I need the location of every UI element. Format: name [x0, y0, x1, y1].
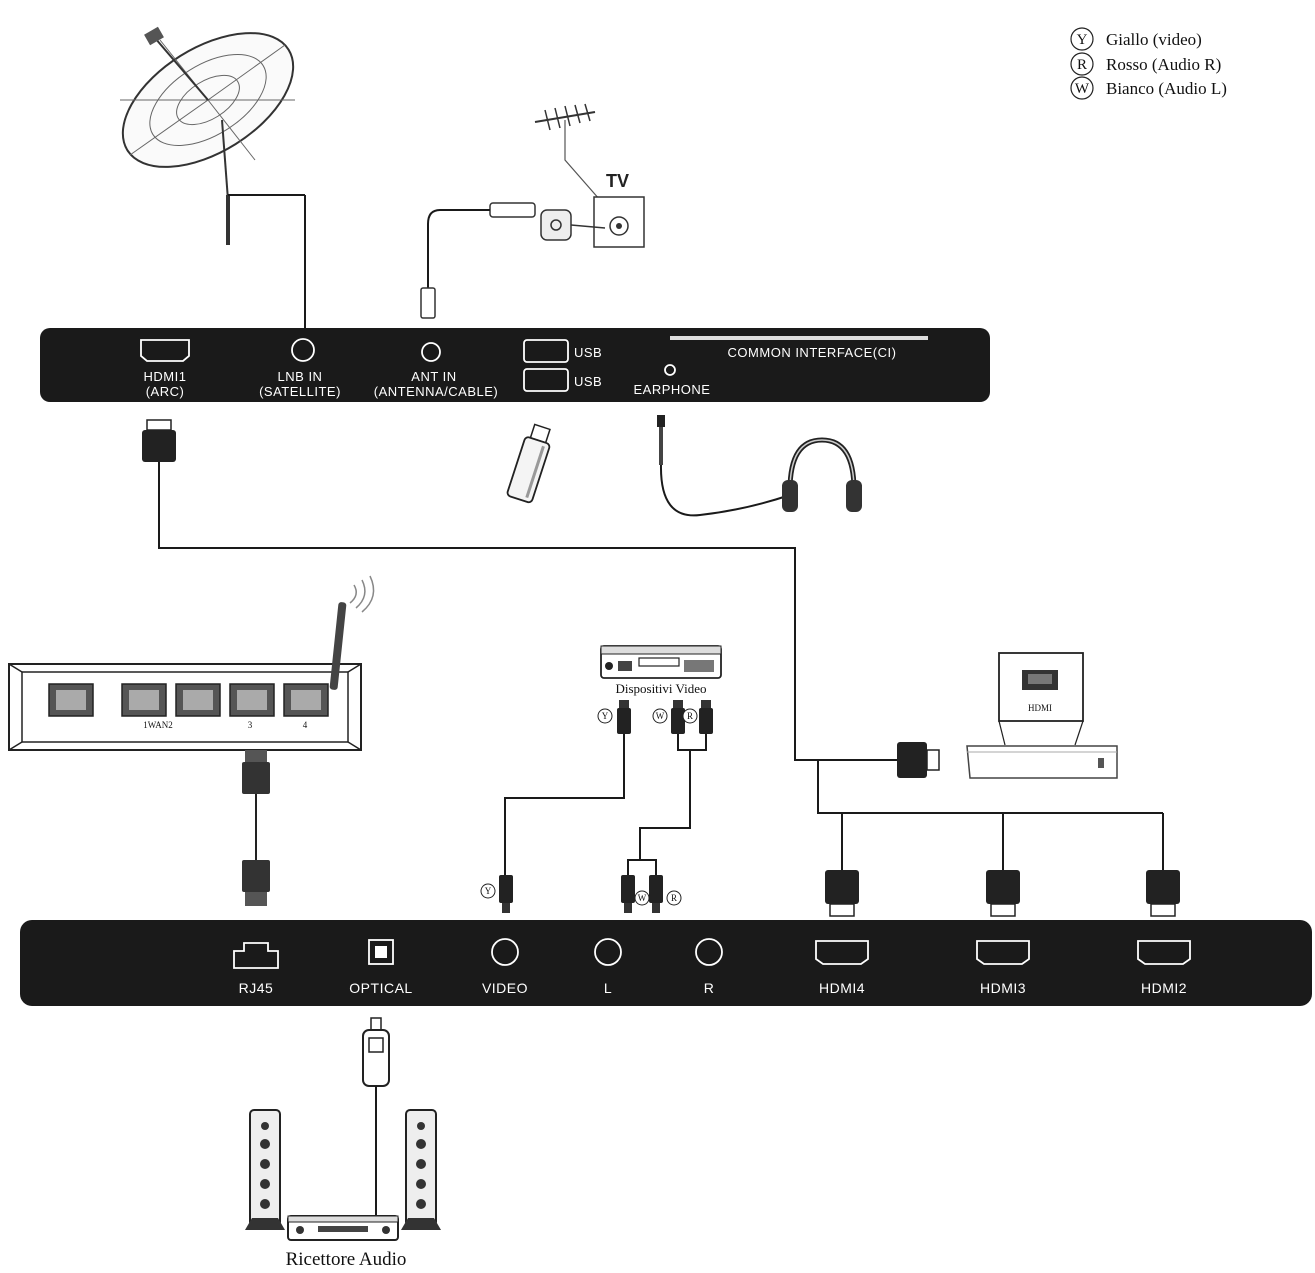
- usb-label-1: USB: [574, 345, 602, 360]
- hdmi1-label: HDMI1: [144, 369, 187, 384]
- hdmi1-port[interactable]: [140, 339, 190, 362]
- audio-receiver-icon: [287, 1215, 399, 1241]
- router-port-label-3: 3: [248, 720, 253, 730]
- optical-label: OPTICAL: [349, 980, 412, 996]
- coax-plug-icon: [540, 209, 606, 241]
- legend-letter-r: R: [1077, 57, 1087, 73]
- audio-r-label: R: [704, 980, 715, 996]
- ant-in-port[interactable]: [421, 342, 441, 362]
- speaker-left-icon: [245, 1109, 285, 1230]
- ant-cable-label: (ANTENNA/CABLE): [374, 384, 499, 399]
- speaker-right-icon: [401, 1109, 441, 1230]
- hdmi-plug-device: [897, 742, 940, 778]
- hdmi-arc-cable: [158, 462, 897, 761]
- video-label: VIDEO: [482, 980, 528, 996]
- legend-item-red: R Rosso (Audio R): [1070, 52, 1221, 76]
- router-icon: [8, 575, 375, 751]
- hdmi-splitter-cables: [817, 760, 1164, 870]
- tv-antenna-icon: [534, 103, 601, 201]
- legend-letter-y: Y: [1077, 32, 1088, 48]
- rj45-label: RJ45: [239, 980, 274, 996]
- audio-l-label: L: [604, 980, 612, 996]
- optical-plug-icon: [362, 1017, 390, 1087]
- tv-outlet-label: TV: [606, 171, 629, 191]
- hdmi-plugs-panel: [825, 870, 1180, 917]
- wall-outlet-icon: [593, 196, 645, 248]
- color-legend: Y Giallo (video) R Rosso (Audio R) W Bia…: [1070, 27, 1227, 100]
- bottom-connector-panel: RJ45 OPTICAL VIDEO L R HDMI4 HDMI3 HDMI2: [20, 920, 1312, 1006]
- video-device-label: Dispositivi Video: [615, 681, 706, 696]
- router-port-label-wan: 1WAN2: [143, 720, 173, 730]
- video-composite-cable: [504, 734, 625, 875]
- video-device-icon: [600, 645, 722, 679]
- hdmi4-port[interactable]: [815, 940, 869, 965]
- hdmi-plug-icon: [142, 419, 176, 462]
- audio-r-port[interactable]: [695, 938, 723, 966]
- usb-stick-icon: [506, 423, 551, 504]
- rca-letter-w-top: W: [656, 711, 665, 721]
- legend-text-white: Bianco (Audio L): [1106, 79, 1227, 98]
- ci-label: COMMON INTERFACE(CI): [728, 345, 897, 360]
- rca-letter-w-bottom: W: [638, 893, 647, 903]
- optical-port[interactable]: [368, 939, 394, 965]
- legend-letter-w: W: [1075, 81, 1090, 97]
- hdmi-device-label: HDMI: [1028, 703, 1052, 713]
- legend-text-yellow: Giallo (video): [1106, 30, 1202, 49]
- rca-letter-r-bottom: R: [671, 893, 677, 903]
- rca-letter-y-top: Y: [602, 711, 609, 721]
- lnb-in-port[interactable]: [291, 338, 315, 362]
- rca-letter-y-bottom: Y: [485, 886, 492, 896]
- hdmi3-label: HDMI3: [980, 980, 1026, 996]
- rca-plugs-device: Y W R: [597, 700, 713, 734]
- hdmi1-arc-label: (ARC): [146, 384, 185, 399]
- lnb-satellite-label: (SATELLITE): [259, 384, 341, 399]
- hdmi2-port[interactable]: [1137, 940, 1191, 965]
- audio-rca-cable: [627, 734, 707, 875]
- ci-slot[interactable]: [670, 336, 928, 340]
- rca-plugs-panel: Y W R: [480, 875, 682, 913]
- legend-text-red: Rosso (Audio R): [1106, 55, 1221, 74]
- earphone-label: EARPHONE: [634, 382, 711, 397]
- hdmi3-port[interactable]: [976, 940, 1030, 965]
- antenna-cable: [420, 202, 536, 319]
- lnb-in-label: LNB IN: [278, 369, 323, 384]
- rca-letter-r-top: R: [687, 711, 693, 721]
- video-port[interactable]: [491, 938, 519, 966]
- ethernet-cable: [242, 750, 270, 906]
- satellite-dish-icon: [120, 26, 305, 245]
- legend-item-yellow: Y Giallo (video): [1070, 27, 1202, 51]
- ant-in-label: ANT IN: [411, 369, 456, 384]
- legend-item-white: W Bianco (Audio L): [1070, 76, 1227, 100]
- usb-port-2[interactable]: [523, 368, 569, 392]
- earphone-port[interactable]: [664, 364, 676, 376]
- usb-port-1[interactable]: [523, 339, 569, 363]
- audio-receiver-label: Ricettore Audio: [286, 1249, 407, 1270]
- router-port-label-4: 4: [303, 720, 308, 730]
- rj45-port[interactable]: [233, 942, 279, 969]
- headphones-icon: [657, 415, 862, 517]
- audio-l-port[interactable]: [594, 938, 622, 966]
- hdmi2-label: HDMI2: [1141, 980, 1187, 996]
- usb-label-2: USB: [574, 374, 602, 389]
- hdmi-device-icon: [966, 652, 1118, 779]
- hdmi4-label: HDMI4: [819, 980, 865, 996]
- top-connector-panel: HDMI1 (ARC) LNB IN (SATELLITE) ANT IN (A…: [40, 328, 990, 402]
